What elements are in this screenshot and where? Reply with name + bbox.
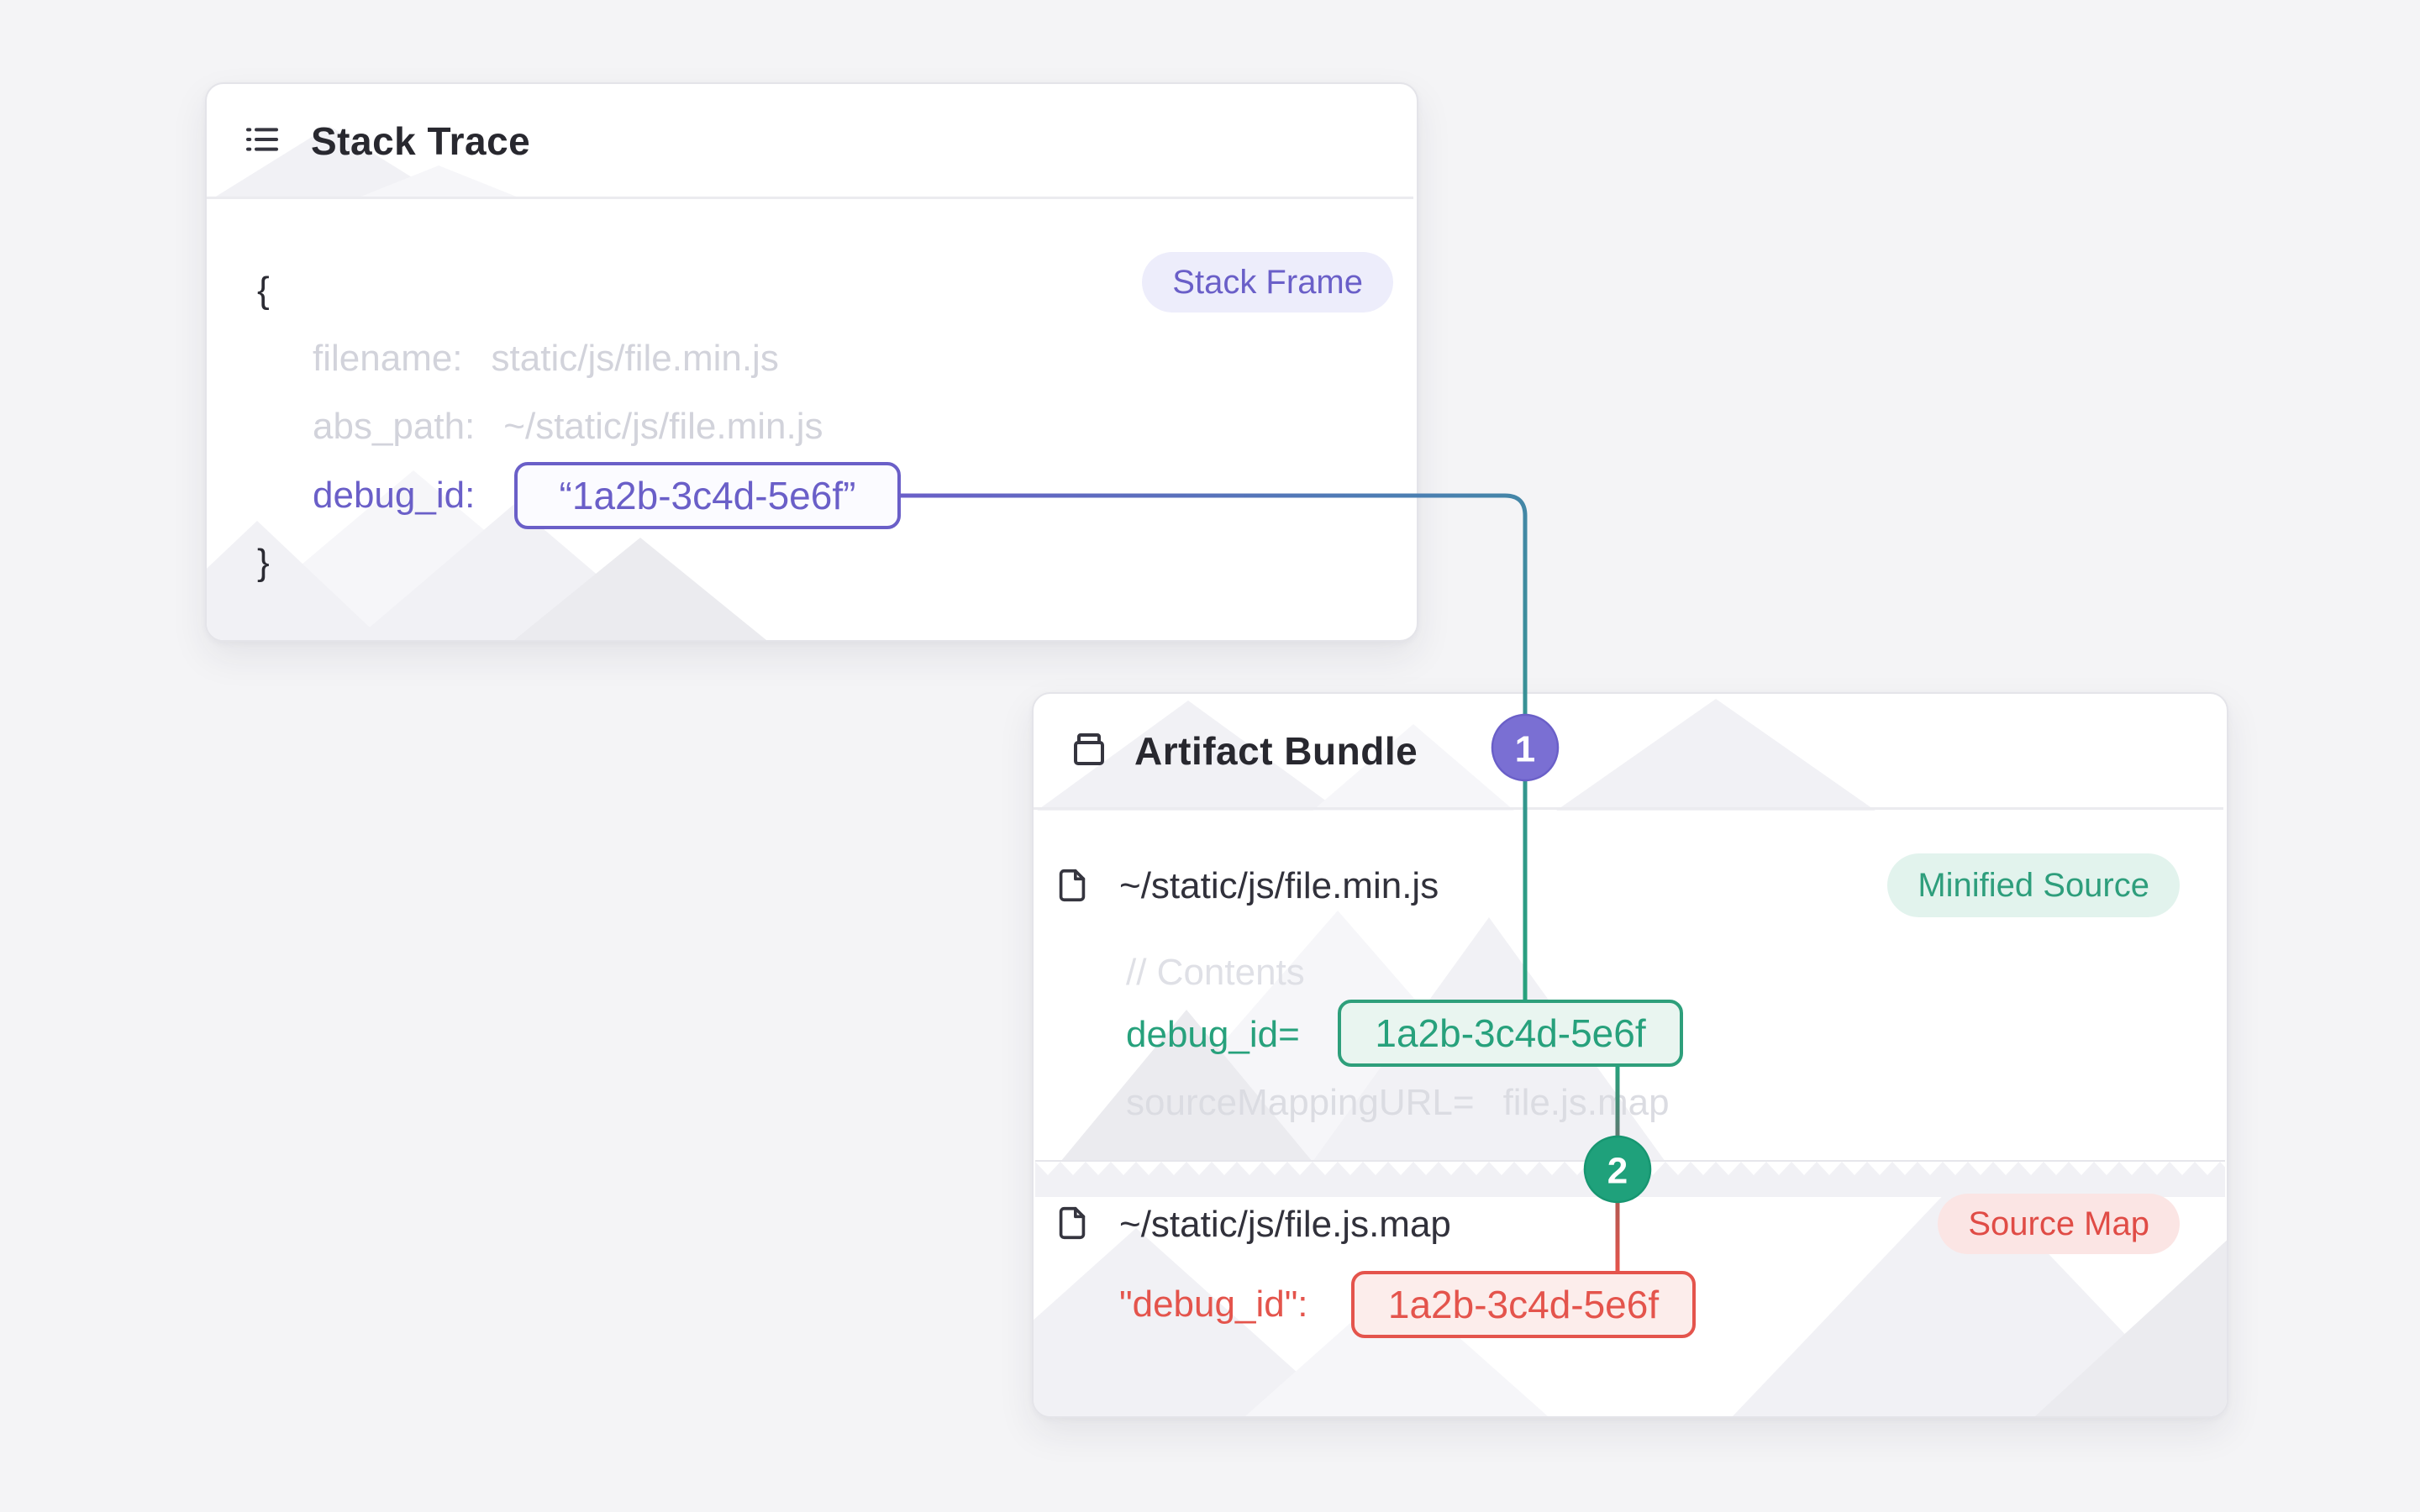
sourcemap-debug-id-label: "debug_id": [1119, 1284, 1308, 1325]
bundle-debug-id-row: debug_id= [1126, 1010, 1300, 1060]
filename-label: filename: [313, 338, 463, 379]
contents-comment: // Contents [1126, 952, 1305, 993]
stack-debug-id-label: debug_id: [313, 475, 476, 516]
minified-source-badge: Minified Source [1887, 853, 2180, 917]
brace-close: } [257, 542, 270, 583]
minified-file-path: ~/static/js/file.min.js [1119, 865, 1439, 906]
sourcemap-debug-id-row: "debug_id": [1119, 1279, 1308, 1330]
abs-path-row: abs_path: ~/static/js/file.min.js [313, 402, 823, 452]
stack-frame-badge-label: Stack Frame [1172, 263, 1363, 301]
minified-source-badge-label: Minified Source [1918, 866, 2149, 904]
artifact-bundle-title: Artifact Bundle [1134, 729, 1418, 773]
source-map-badge: Source Map [1938, 1194, 2180, 1254]
stack-trace-title: Stack Trace [311, 119, 531, 163]
stack-frame-badge: Stack Frame [1142, 252, 1393, 312]
filename-row: filename: static/js/file.min.js [313, 333, 779, 384]
file-icon [1059, 1206, 1086, 1240]
source-mapping-url-value: file.js.map [1502, 1082, 1670, 1123]
sourcemap-file-path: ~/static/js/file.js.map [1119, 1204, 1451, 1245]
abs-path-label: abs_path: [313, 406, 476, 447]
source-mapping-url-label: sourceMappingURL= [1126, 1082, 1475, 1123]
stack-trace-list-icon [246, 128, 278, 151]
stack-debug-id-row: debug_id: [313, 470, 475, 521]
source-map-badge-label: Source Map [1968, 1205, 2149, 1242]
file-icon [1059, 869, 1086, 902]
stack-debug-id-chip: “1a2b-3c4d-5e6f” [514, 462, 901, 529]
bundle-debug-id-chip: 1a2b-3c4d-5e6f [1338, 1000, 1683, 1067]
abs-path-value: ~/static/js/file.min.js [503, 406, 823, 447]
artifact-bundle-archive-icon [1074, 733, 1104, 765]
stack-debug-id-value: “1a2b-3c4d-5e6f” [559, 474, 856, 517]
artifact-bundle-header-divider [1034, 807, 2223, 810]
torn-edge-zigzag [1035, 1160, 2225, 1175]
source-mapping-url-row: sourceMappingURL= file.js.map [1126, 1078, 1670, 1128]
filename-value: static/js/file.min.js [491, 338, 779, 379]
sourcemap-debug-id-chip: 1a2b-3c4d-5e6f [1351, 1271, 1696, 1338]
bundle-debug-id-value: 1a2b-3c4d-5e6f [1375, 1011, 1646, 1055]
brace-open: { [257, 270, 270, 311]
stack-trace-header-divider [207, 197, 1413, 199]
mountain-triangle [1556, 699, 1876, 811]
bundle-debug-id-label: debug_id= [1126, 1014, 1300, 1055]
sourcemap-debug-id-value: 1a2b-3c4d-5e6f [1387, 1283, 1660, 1326]
